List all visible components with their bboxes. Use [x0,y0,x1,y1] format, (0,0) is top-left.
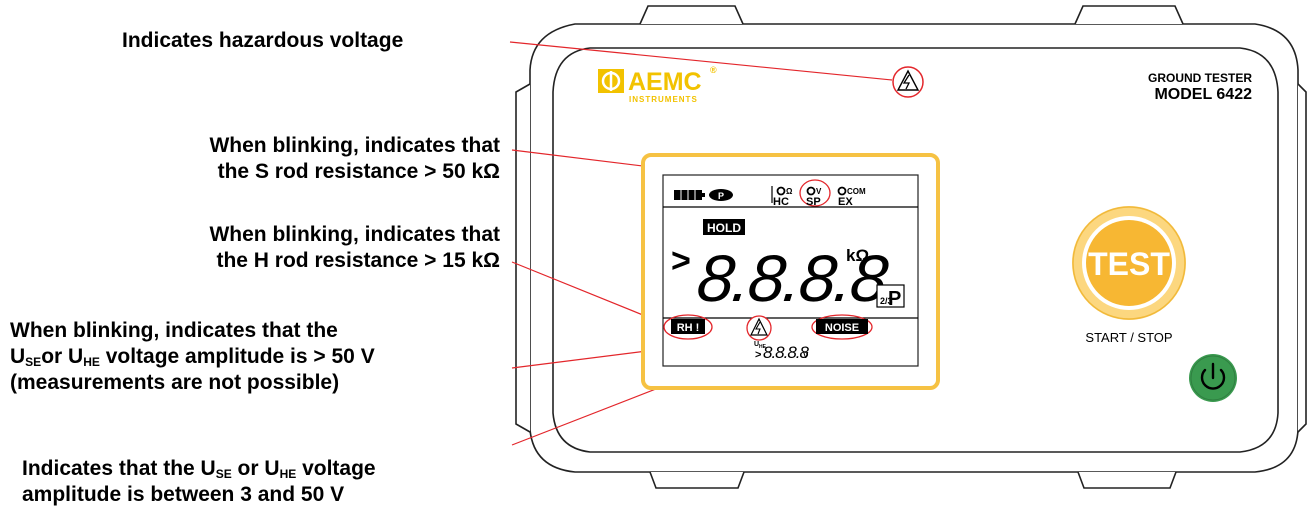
callout-noise: Indicates that the USE or UHE voltage am… [22,456,376,508]
callout-amplitude: When blinking, indicates that the USEor … [10,318,375,396]
small-volt-unit: V [803,351,809,360]
callout-noise-line1: Indicates that the USE or UHE voltage [22,457,376,481]
hold-indicator [703,219,745,235]
greater-than-indicator: > [671,242,691,280]
battery-icon [674,190,705,200]
noise-label: NOISE [825,322,859,334]
noise-highlight [811,314,873,340]
callout-amplitude-line2: USEor UHE voltage amplitude is > 50 V [10,345,375,369]
brand-logo: AEMC ® INSTRUMENTS [598,65,717,104]
callout-noise-line2: amplitude is between 3 and 50 V [22,483,345,506]
sp-highlight [799,179,831,207]
callout-s-rod-line2: the S rod resistance > 50 kΩ [217,160,500,183]
callout-s-rod-line1: When blinking, indicates that [209,134,500,157]
leader-hazard [509,41,893,81]
product-line1: GROUND TESTER [1148,71,1252,85]
sp-label: SP [806,196,821,208]
ex-indicator-dot [837,186,847,196]
brand-name: AEMC [628,68,702,96]
u-label: U [754,341,759,348]
test-button-label[interactable]: TEST [1088,246,1170,282]
brand-registered: ® [710,65,717,75]
mode-fraction: 2/3 [880,296,893,306]
ohm-small-label: Ω [786,187,793,196]
start-stop-label: START / STOP [1085,330,1172,345]
rh-indicator [671,319,705,334]
com-label: COM [847,187,866,196]
small-digits: 8.8.8.8 [763,343,810,362]
callout-s-rod: When blinking, indicates that the S rod … [209,133,500,185]
test-button[interactable]: TEST [1072,206,1186,320]
hold-label: HOLD [707,221,741,235]
mode-indicator: 2/3 P [876,284,905,310]
small-greater: > [755,349,761,361]
kohm-unit: kΩ [846,246,869,265]
callout-amplitude-line1: When blinking, indicates that the [10,319,338,342]
power-icon[interactable] [1200,368,1226,390]
hc-indicator-dot [776,186,786,196]
ex-label: EX [838,196,853,208]
rh-label: RH ! [677,322,700,334]
callout-amplitude-line3: (measurements are not possible) [10,371,340,394]
p-badge-label: P [718,191,724,201]
brand-subtitle: INSTRUMENTS [629,95,698,104]
hc-label: HC [773,196,789,208]
sp-indicator-dot [806,186,816,196]
u-sub-label: HE [759,344,767,350]
p-badge [709,189,733,201]
main-digits: 8.8.8.8 [694,242,892,316]
product-line2: MODEL 6422 [1154,86,1252,103]
callout-h-rod: When blinking, indicates that the H rod … [209,222,500,274]
power-button[interactable] [1189,354,1237,402]
lcd-hazard-icon [746,315,772,341]
noise-indicator [816,319,868,334]
rh-highlight [663,314,713,340]
mode-letter: P [888,288,901,310]
callout-h-rod-line1: When blinking, indicates that [209,223,500,246]
callout-h-rod-line2: the H rod resistance > 15 kΩ [216,249,500,272]
v-small-label: V [816,187,822,196]
callout-hazard: Indicates hazardous voltage [122,29,404,52]
hazard-voltage-icon [892,66,924,98]
